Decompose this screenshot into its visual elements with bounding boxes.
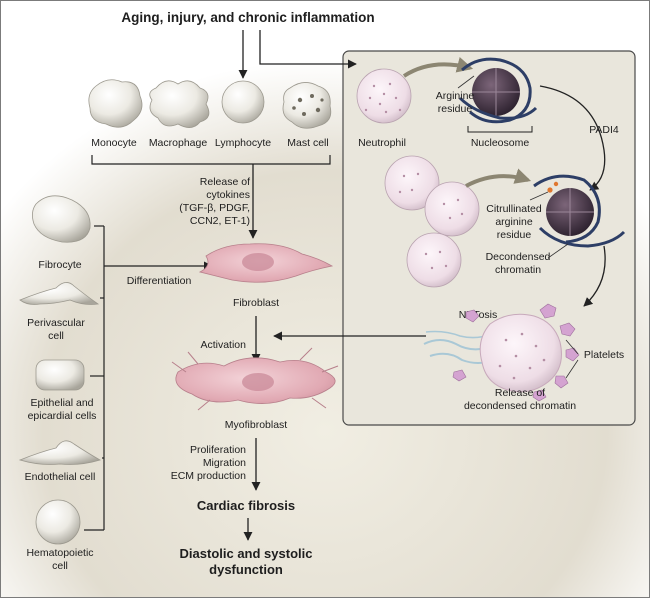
page-title: Aging, injury, and chronic inflammation (121, 10, 374, 25)
label-differentiation: Differentiation (127, 275, 192, 287)
label-lymphocyte: Lymphocyte (215, 137, 271, 149)
citrullinated-leader (529, 191, 549, 201)
label-dysfunction-2: dysfunction (209, 562, 283, 577)
label-ecm-production: ECM production (171, 470, 246, 482)
arrow-to-netosis (583, 245, 606, 307)
label-decondensed-1: Decondensed (486, 251, 551, 263)
label-cytokines-3: (TGF-β, PDGF, (179, 202, 250, 214)
arrow-cluster-to-citrullinated (465, 168, 532, 188)
label-release-1: Release of (495, 387, 545, 399)
perivascular-cell (19, 282, 100, 305)
label-myofibroblast: Myofibroblast (225, 419, 288, 431)
nucleosome-bracket (467, 126, 533, 133)
label-monocyte: Monocyte (91, 137, 137, 149)
label-cytokines-2: cytokines (206, 189, 250, 201)
label-release-2: decondensed chromatin (464, 400, 576, 412)
label-hematopoietic-2: cell (52, 560, 68, 572)
label-neutrophil: Neutrophil (358, 137, 406, 149)
arginine-leader (457, 75, 475, 89)
myofibroblast-cell (171, 347, 339, 411)
arrow-padi4 (539, 85, 606, 191)
neutrophil-cell (356, 68, 412, 124)
label-activation: Activation (200, 339, 246, 351)
label-cytokines-1: Release of (200, 176, 250, 188)
label-nucleosome: Nucleosome (471, 137, 530, 149)
label-migration: Migration (203, 457, 246, 469)
label-arginine-1: Arginine (436, 90, 475, 102)
label-citrullinated-3: residue (497, 229, 532, 241)
label-mast-cell: Mast cell (287, 137, 328, 149)
label-dysfunction-1: Diastolic and systolic (180, 546, 313, 561)
monocyte-cell (88, 79, 143, 128)
macrophage-cell (149, 80, 210, 128)
fibroblast-cell (198, 243, 334, 283)
label-macrophage: Macrophage (149, 137, 208, 149)
label-platelets: Platelets (584, 349, 624, 361)
decondensed-leader (547, 243, 569, 259)
label-padi4: PADI4 (589, 124, 619, 136)
label-decondensed-2: chromatin (495, 264, 541, 276)
platelets-leaders (565, 339, 579, 379)
arrow-title-to-neutrophil (259, 30, 357, 69)
endothelial-cell (18, 440, 102, 465)
label-epithelial-1: Epithelial and (30, 397, 93, 409)
immune-cells-bracket (91, 155, 331, 165)
label-fibrocyte: Fibrocyte (38, 259, 81, 271)
precursor-bracket (84, 225, 105, 531)
neutrophil-cluster (384, 155, 480, 288)
mast-cell (282, 82, 332, 129)
label-perivascular-1: Perivascular (27, 317, 85, 329)
label-hematopoietic-1: Hematopoietic (26, 547, 93, 559)
label-endothelial: Endothelial cell (25, 471, 96, 483)
label-epithelial-2: epicardial cells (28, 410, 97, 422)
epithelial-cell (35, 359, 85, 391)
label-cytokines-4: CCN2, ET-1) (190, 215, 250, 227)
citrullinated-nucleosome (533, 174, 626, 248)
nucleosome-illustration (458, 57, 538, 124)
fibrocyte-cell (32, 195, 91, 243)
arrow-neutrophil-to-nucleosome (402, 57, 474, 78)
hematopoietic-cell (35, 499, 81, 545)
label-citrullinated-1: Citrullinated (486, 203, 542, 215)
label-arginine-2: residue (438, 103, 473, 115)
label-cardiac-fibrosis: Cardiac fibrosis (197, 498, 295, 513)
label-fibroblast: Fibroblast (233, 297, 279, 309)
label-perivascular-2: cell (48, 330, 64, 342)
label-citrullinated-2: arginine (495, 216, 533, 228)
label-proliferation: Proliferation (190, 444, 246, 456)
lymphocyte-cell (221, 80, 265, 124)
